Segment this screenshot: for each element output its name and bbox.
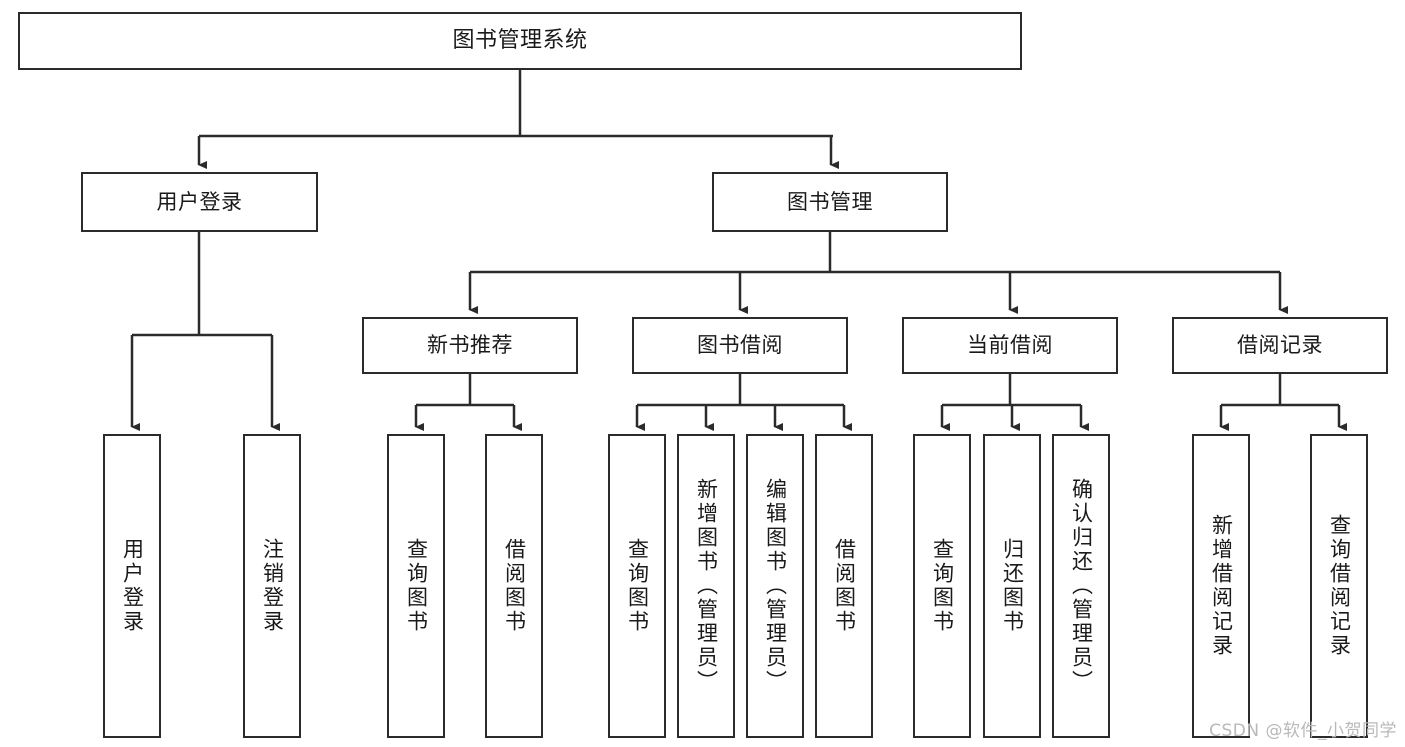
node-book-borrow[interactable]: 图书借阅 — [632, 317, 848, 374]
node-book-management[interactable]: 图书管理 — [712, 172, 948, 232]
node-leaf-edit-book-admin[interactable]: 编辑图书（管理员） — [746, 434, 804, 738]
node-leaf-borrow-book-new[interactable]: 借阅图书 — [485, 434, 543, 738]
node-borrow-record-label: 借阅记录 — [1237, 333, 1323, 358]
node-leaf-add-book-admin[interactable]: 新增图书（管理员） — [677, 434, 735, 738]
node-leaf-add-book-admin-label: 新增图书（管理员） — [694, 478, 719, 694]
node-leaf-borrow-book-label: 借阅图书 — [832, 538, 857, 634]
node-new-book-recommend-label: 新书推荐 — [427, 333, 513, 358]
node-leaf-query-book-new-label: 查询图书 — [404, 538, 429, 634]
node-leaf-query-borrow-record[interactable]: 查询借阅记录 — [1310, 434, 1368, 738]
node-leaf-add-borrow-record[interactable]: 新增借阅记录 — [1192, 434, 1250, 738]
node-book-borrow-label: 图书借阅 — [697, 333, 783, 358]
node-leaf-query-book-new[interactable]: 查询图书 — [387, 434, 445, 738]
node-leaf-user-logout-label: 注销登录 — [260, 538, 285, 634]
node-leaf-query-book-borrow[interactable]: 查询图书 — [608, 434, 666, 738]
csdn-watermark: CSDN @软件_小贺同学 — [1209, 721, 1397, 741]
node-leaf-return-book-label: 归还图书 — [1000, 538, 1025, 634]
node-leaf-confirm-return-admin[interactable]: 确认归还（管理员） — [1052, 434, 1110, 738]
node-current-borrow[interactable]: 当前借阅 — [902, 317, 1118, 374]
node-leaf-query-book-borrow-label: 查询图书 — [625, 538, 650, 634]
node-leaf-borrow-book[interactable]: 借阅图书 — [815, 434, 873, 738]
node-new-book-recommend[interactable]: 新书推荐 — [362, 317, 578, 374]
node-user-login[interactable]: 用户登录 — [81, 172, 318, 232]
node-leaf-return-book[interactable]: 归还图书 — [983, 434, 1041, 738]
node-leaf-query-borrow-record-label: 查询借阅记录 — [1327, 514, 1352, 658]
node-root-label: 图书管理系统 — [452, 28, 588, 54]
node-leaf-query-book-current[interactable]: 查询图书 — [913, 434, 971, 738]
node-borrow-record[interactable]: 借阅记录 — [1172, 317, 1388, 374]
node-leaf-query-book-current-label: 查询图书 — [930, 538, 955, 634]
node-leaf-confirm-return-admin-label: 确认归还（管理员） — [1069, 478, 1094, 694]
node-leaf-add-borrow-record-label: 新增借阅记录 — [1209, 514, 1234, 658]
node-leaf-user-logout[interactable]: 注销登录 — [243, 434, 301, 738]
node-current-borrow-label: 当前借阅 — [967, 333, 1053, 358]
node-leaf-user-login[interactable]: 用户登录 — [103, 434, 161, 738]
node-root[interactable]: 图书管理系统 — [18, 12, 1022, 70]
node-leaf-borrow-book-new-label: 借阅图书 — [502, 538, 527, 634]
node-leaf-edit-book-admin-label: 编辑图书（管理员） — [763, 478, 788, 694]
node-book-management-label: 图书管理 — [787, 189, 873, 214]
node-leaf-user-login-label: 用户登录 — [120, 538, 145, 634]
node-user-login-label: 用户登录 — [156, 189, 243, 214]
